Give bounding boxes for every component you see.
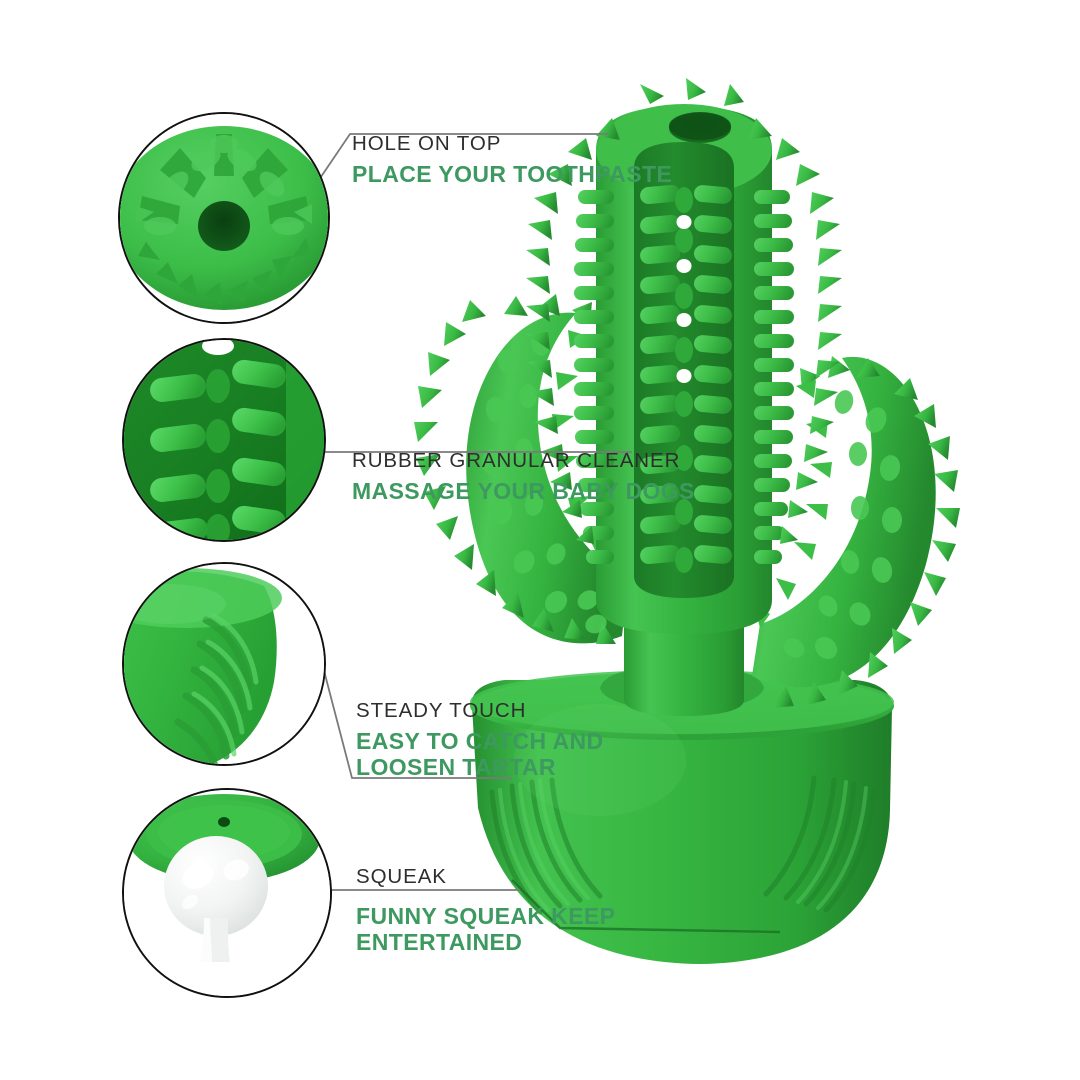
detail-circle-steady-touch: [122, 562, 326, 766]
detail-circle-hole-on-top: [118, 112, 330, 324]
callout-sub-line: PLACE YOUR TOOTHPASTE: [352, 160, 673, 187]
squeaker-bottom-icon: [124, 790, 330, 996]
product-right-arm: [752, 356, 960, 708]
callout-rubber-granular-cleaner: RUBBER GRANULAR CLEANER MASSAGE YOUR BAB…: [352, 449, 695, 505]
callout-sub-line: ENTERTAINED: [356, 929, 523, 956]
callout-title-3: STEADY TOUCH: [356, 699, 527, 722]
detail-circle-rubber-granular: [122, 338, 326, 542]
callout-sub-3: EASY TO CATCH AND LOOSEN TARTAR: [356, 728, 603, 781]
rubber-nubs-closeup-icon: [124, 340, 324, 540]
detail-circle-squeak: [122, 788, 332, 998]
callout-hole-on-top: HOLE ON TOP PLACE YOUR TOOTHPASTE: [352, 132, 672, 188]
top-view-hole-icon: [120, 114, 328, 322]
callout-sub-line: LOOSEN TARTAR: [356, 754, 556, 781]
callout-sub-1: PLACE YOUR TOOTHPASTE: [352, 161, 672, 188]
callout-steady-touch: STEADY TOUCH EASY TO CATCH AND LOOSEN TA…: [356, 699, 603, 781]
ribbed-base-closeup-icon: [124, 564, 324, 764]
callout-title-2: RUBBER GRANULAR CLEANER: [352, 449, 681, 472]
callout-sub-4: FUNNY SQUEAK KEEP ENTERTAINED: [356, 903, 615, 956]
callout-squeak: SQUEAK FUNNY SQUEAK KEEP ENTERTAINED: [356, 865, 615, 956]
callout-sub-line: FUNNY SQUEAK KEEP: [356, 902, 616, 929]
product-brush-column: [526, 78, 842, 634]
callout-sub-line: EASY TO CATCH AND: [356, 727, 604, 754]
callout-sub-2: MASSAGE YOUR BABY DOGS: [352, 478, 695, 505]
callout-sub-line: MASSAGE YOUR BABY DOGS: [352, 477, 695, 504]
callout-title-1: HOLE ON TOP: [352, 132, 502, 155]
callout-title-4: SQUEAK: [356, 865, 447, 888]
